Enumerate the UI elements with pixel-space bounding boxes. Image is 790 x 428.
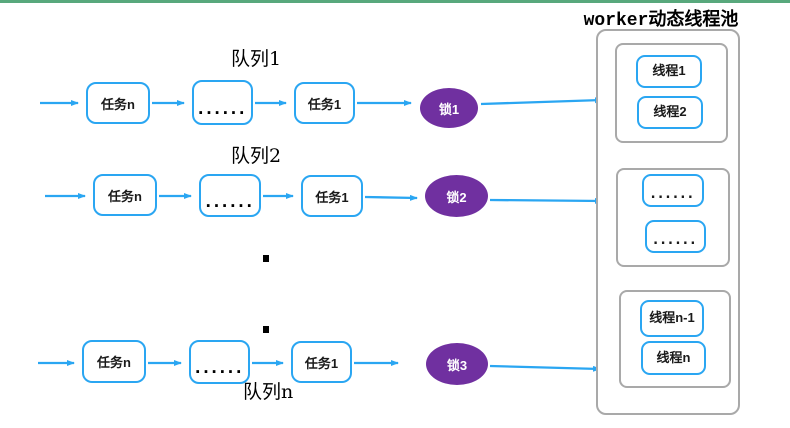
lock-2: 锁2 (425, 175, 488, 217)
arrow-lock3-to-pool (489, 364, 601, 372)
thread-ellipsis-box-2: ...... (645, 220, 706, 253)
queue-1-label: 队列1 (231, 48, 282, 70)
thread-2-box: 线程2 (637, 96, 703, 129)
queue-1-ellipsis-box: ...... (192, 80, 253, 125)
arrow-lock2-to-pool (489, 197, 603, 204)
pool-title: worker动态线程池 (583, 11, 739, 31)
queue-n-label: 队列n (243, 381, 294, 403)
vertical-ellipsis-dot-2: . (263, 326, 269, 333)
top-border-line (0, 0, 790, 3)
queue-2-task-n-box: 任务n (93, 174, 157, 216)
thread-ellipsis-box-1: ...... (642, 174, 704, 207)
thread-1-box: 线程1 (636, 55, 702, 88)
queue-2-label: 队列2 (231, 145, 282, 167)
arrow-lock1-to-pool (480, 97, 603, 106)
vertical-ellipsis-dot-1: . (263, 255, 269, 262)
queue-2-ellipsis-box: ...... (199, 174, 261, 217)
queue-1-task-n-box: 任务n (86, 82, 150, 124)
queue-2-task-1-box: 任务1 (301, 175, 363, 217)
queue-n-task-1-box: 任务1 (291, 341, 352, 383)
lock-3: 锁3 (426, 343, 488, 385)
queue-1-task-1-box: 任务1 (294, 82, 355, 124)
queue-n-ellipsis-box: ...... (189, 340, 250, 384)
queue-n-task-n-box: 任务n (82, 340, 146, 383)
lock-1: 锁1 (420, 88, 478, 128)
thread-n-1-box: 线程n-1 (640, 300, 704, 337)
arrow-queue2-to-lock (364, 194, 418, 201)
thread-n-box: 线程n (641, 341, 706, 375)
